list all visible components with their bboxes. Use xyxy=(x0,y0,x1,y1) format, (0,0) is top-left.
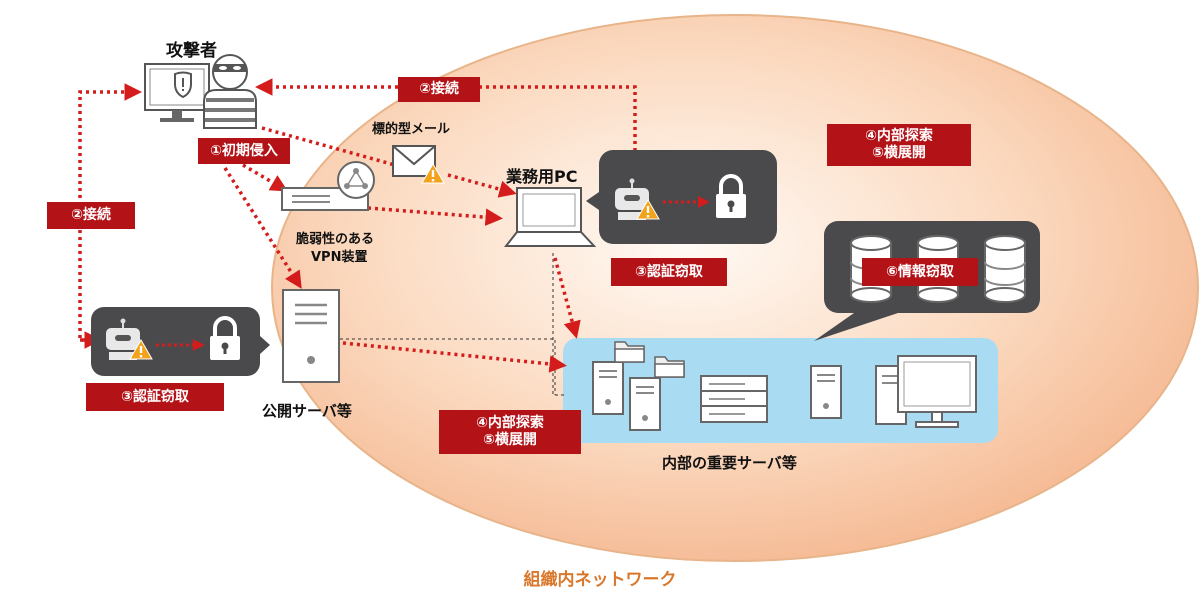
public-server-icon xyxy=(282,289,340,383)
public-server-credential-bubble xyxy=(91,307,270,376)
work-pc-label: 業務用PC xyxy=(506,167,578,186)
attacker-figure xyxy=(144,54,257,129)
step-credential-theft-badge-public: ③認証窃取 xyxy=(86,383,224,411)
step-connect-badge-top: ②接続 xyxy=(398,77,480,102)
step-lateral-move-text: ⑤横展開 xyxy=(872,145,926,161)
step-credential-theft-badge-pc: ③認証窃取 xyxy=(611,258,727,286)
internal-servers-label: 内部の重要サーバ等 xyxy=(662,454,797,472)
targeted-mail-label: 標的型メール xyxy=(372,122,451,137)
arrow-public-internal xyxy=(342,341,567,373)
arrow-pc-internal xyxy=(553,257,581,339)
vpn-device-icon xyxy=(281,161,375,211)
database-icon xyxy=(984,235,1026,303)
step-initial-intrusion-badge: ①初期侵入 xyxy=(198,138,290,164)
arrow-attacker-vpn xyxy=(242,163,289,192)
internal-rack-server-icon xyxy=(700,375,768,423)
step-info-theft-badge: ⑥情報窃取 xyxy=(862,258,978,286)
arrow-connect-top xyxy=(255,78,637,158)
arrow-attacker-mail xyxy=(261,126,396,167)
step-recon-lateral-badge-center: ④内部探索 ⑤横展開 xyxy=(439,410,581,454)
mail-icon xyxy=(392,145,445,184)
step-connect-badge-left: ②接続 xyxy=(47,202,135,229)
network-label-row: 組織内ネットワーク xyxy=(0,565,1200,590)
pc-credential-bubble xyxy=(586,150,777,244)
step-internal-recon-text: ④内部探索 xyxy=(865,128,933,144)
step-recon-lateral-badge-right: ④内部探索 ⑤横展開 xyxy=(827,124,971,166)
step-internal-recon-text: ④内部探索 xyxy=(476,415,544,431)
lan-line-public xyxy=(340,338,556,395)
arrow-attacker-public xyxy=(223,167,302,289)
work-pc-laptop-icon xyxy=(503,187,597,247)
vpn-device-label-line1: 脆弱性のある xyxy=(296,232,375,247)
step-lateral-move-text: ⑤横展開 xyxy=(483,432,537,448)
arrow-vpn-pc xyxy=(367,206,503,226)
internal-desktop-pc-icon xyxy=(875,355,977,428)
network-label: 組織内ネットワーク xyxy=(523,570,677,590)
attacker-label: 攻撃者 xyxy=(166,41,217,61)
internal-tower-server-icon xyxy=(810,365,842,419)
lan-line-pc xyxy=(552,253,565,396)
vpn-device-label-line2: VPN装置 xyxy=(311,250,368,265)
public-server-label: 公開サーバ等 xyxy=(262,402,352,420)
